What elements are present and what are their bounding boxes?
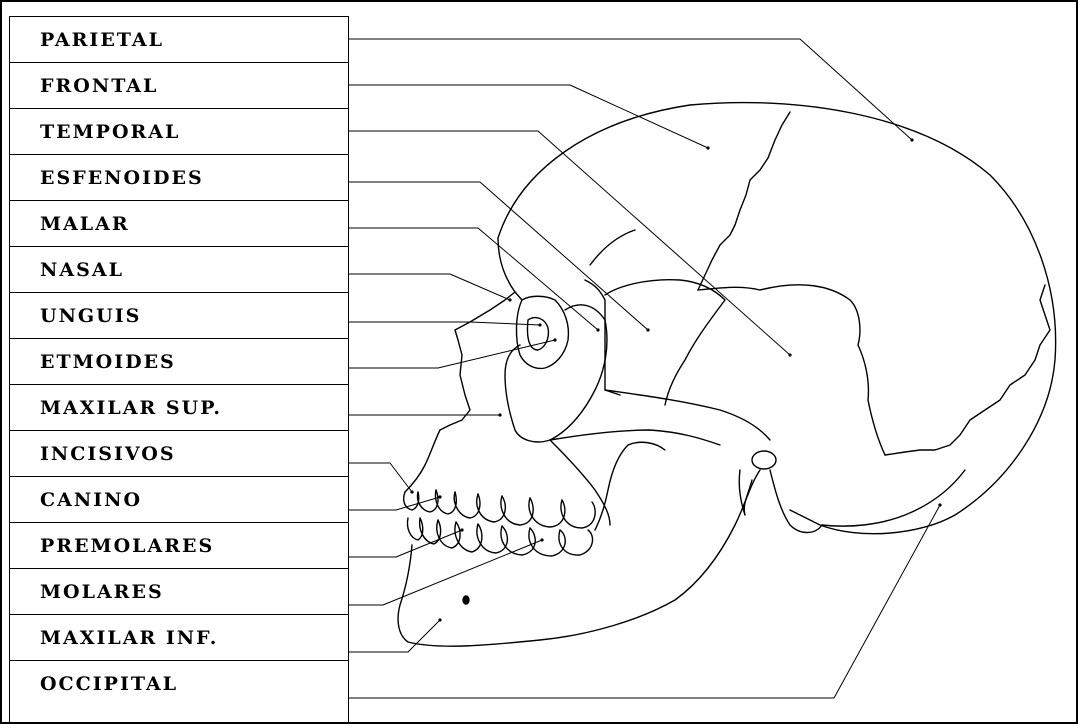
zygomatic-arch	[605, 390, 770, 440]
lower-teeth	[407, 518, 592, 556]
occipital-base	[822, 470, 965, 526]
leader-lines	[349, 39, 940, 698]
orbit	[516, 296, 568, 368]
styloid-process	[739, 470, 752, 515]
leader-canino	[349, 497, 440, 510]
malar-bone	[505, 305, 607, 442]
nasal-bone	[440, 292, 515, 430]
mandible-ramus	[595, 442, 665, 530]
leader-frontal	[349, 85, 708, 148]
cranium-outline	[498, 103, 1056, 534]
lambdoid-suture	[885, 285, 1050, 455]
mastoid	[770, 470, 822, 533]
mental-foramen	[463, 596, 469, 604]
leader-unguis	[349, 322, 540, 325]
leader-nasal	[349, 274, 510, 300]
forehead-profile	[498, 238, 522, 300]
sphenoid-anterior	[585, 280, 620, 395]
lacrimal-bone	[527, 318, 548, 350]
leader-esfenoides	[349, 182, 648, 330]
leader-premolares	[349, 530, 462, 557]
sphenoid-outline	[605, 280, 725, 405]
temporal-line	[590, 230, 635, 265]
mandible	[398, 470, 760, 646]
upper-teeth	[404, 490, 596, 528]
leader-malar	[349, 228, 598, 330]
maxilla	[405, 430, 440, 492]
leader-etmoides	[349, 340, 555, 368]
maxilla-lower-edge	[550, 440, 610, 525]
leader-temporal	[349, 131, 790, 355]
leader-molares	[349, 540, 542, 605]
squamosal-suture	[698, 285, 885, 455]
leader-parietal	[349, 39, 912, 140]
leader-incisivos	[349, 463, 412, 492]
leader-maxilar-inf	[349, 620, 440, 652]
ear-canal	[752, 451, 776, 469]
coronal-suture	[698, 112, 790, 290]
